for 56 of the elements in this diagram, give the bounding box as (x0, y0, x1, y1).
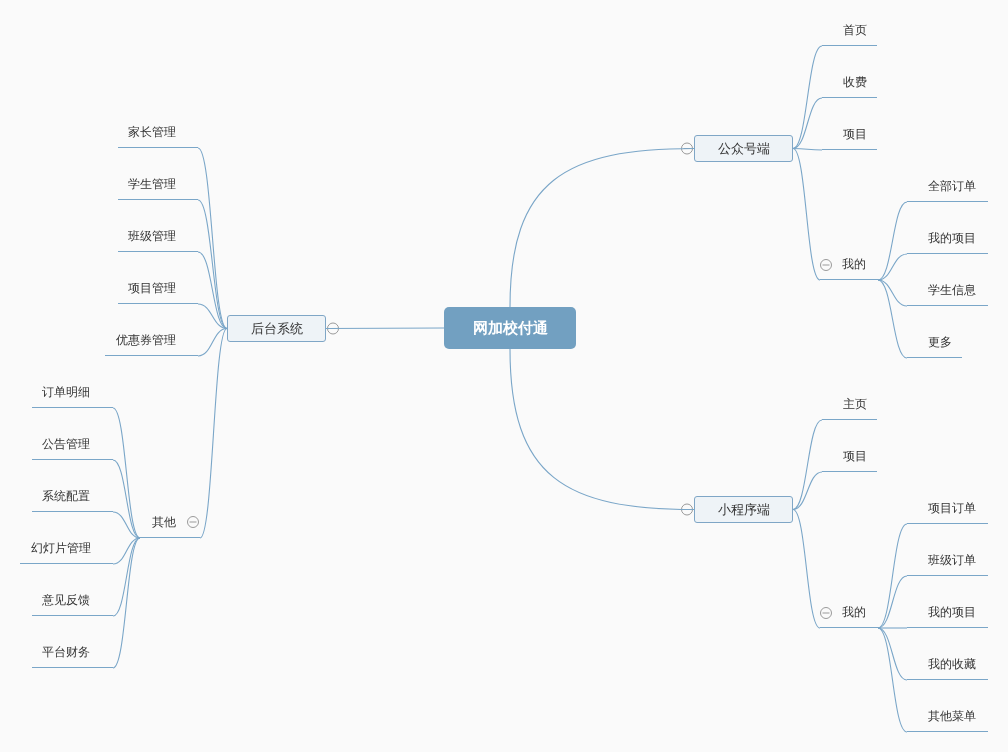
main-topic: 后台系统 (227, 315, 326, 342)
main-topic: 小程序端 (694, 496, 793, 523)
connector (877, 253, 908, 281)
connector (199, 327, 228, 539)
connector (792, 147, 823, 151)
subtopic: 其他 (140, 512, 200, 538)
subtopic: 意见反馈 (32, 590, 113, 616)
connector (112, 537, 141, 669)
subtopic: 订单明细 (32, 382, 113, 408)
subtopic: 学生管理 (118, 174, 198, 200)
connector (877, 523, 908, 629)
connector (877, 201, 908, 281)
connector (792, 508, 821, 629)
connector (792, 419, 823, 511)
subtopic: 学生信息 (907, 280, 988, 306)
connector (197, 251, 228, 330)
central-topic: 网加校付通 (444, 307, 576, 349)
connector (197, 199, 228, 330)
subtopic: 班级管理 (118, 226, 198, 252)
connector (112, 459, 141, 539)
connector (197, 327, 228, 357)
subtopic: 主页 (822, 394, 877, 420)
subtopic: 我的 (820, 602, 878, 628)
connector (877, 279, 908, 359)
connector (792, 147, 821, 281)
subtopic: 优惠券管理 (105, 330, 198, 356)
connector (112, 537, 141, 617)
connector (877, 627, 908, 733)
connector (509, 348, 695, 511)
subtopic: 项目管理 (118, 278, 198, 304)
subtopic: 我的收藏 (907, 654, 988, 680)
main-topic: 公众号端 (694, 135, 793, 162)
connector (792, 97, 823, 150)
connector (112, 407, 141, 539)
subtopic: 我的 (820, 254, 878, 280)
connector (509, 147, 695, 308)
subtopic: 其他菜单 (907, 706, 988, 732)
subtopic: 项目订单 (907, 498, 988, 524)
subtopic: 系统配置 (32, 486, 113, 512)
subtopic: 我的项目 (907, 228, 988, 254)
subtopic: 首页 (822, 20, 877, 46)
subtopic: 更多 (907, 332, 962, 358)
connector (325, 327, 445, 330)
subtopic: 项目 (822, 124, 877, 150)
subtopic: 收费 (822, 72, 877, 98)
connector (792, 471, 823, 511)
subtopic: 家长管理 (118, 122, 198, 148)
subtopic: 平台财务 (32, 642, 113, 668)
subtopic: 项目 (822, 446, 877, 472)
subtopic: 全部订单 (907, 176, 988, 202)
subtopic: 我的项目 (907, 602, 988, 628)
connector (112, 511, 141, 539)
subtopic: 幻灯片管理 (20, 538, 113, 564)
subtopic: 公告管理 (32, 434, 113, 460)
subtopic: 班级订单 (907, 550, 988, 576)
connector (792, 45, 823, 150)
